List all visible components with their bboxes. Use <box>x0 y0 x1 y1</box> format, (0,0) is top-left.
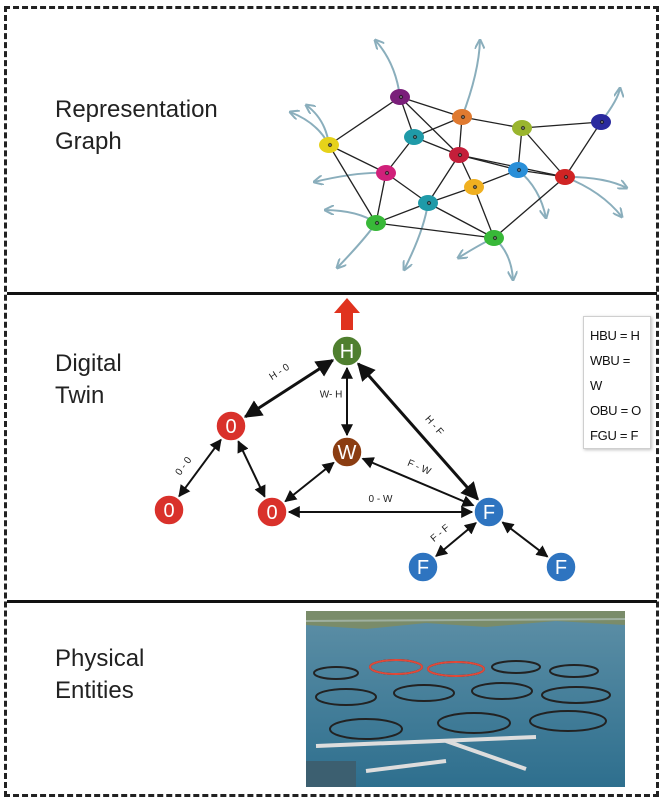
rep-graph-edge <box>564 121 602 178</box>
rep-graph-edge <box>473 186 495 239</box>
rep-graph-node-eye <box>456 151 464 159</box>
twin-node-letter: F <box>555 557 567 579</box>
label-representation-graph: Representation Graph <box>55 96 218 155</box>
twin-edge-label: W- H <box>320 390 343 401</box>
rep-graph-edge <box>328 144 377 224</box>
twin-edge-W-F1 <box>361 457 475 507</box>
fish-farm-photo <box>306 611 625 787</box>
legend-item-obu: OBU = O <box>590 403 641 418</box>
upward-arrow <box>334 298 360 330</box>
twin-node-f1: F <box>473 496 505 528</box>
twin-node-circle <box>545 551 577 583</box>
twin-edge-label: H - 0 <box>268 362 293 383</box>
twin-edge-label: 0 - W <box>369 494 393 505</box>
twin-edge-H-O1 <box>243 358 335 419</box>
rep-graph-node-eye <box>459 113 467 121</box>
label-physical-entities: Physical Entities <box>55 645 145 704</box>
rep-graph-arrow <box>337 222 377 268</box>
rep-graph-arrow <box>375 40 401 98</box>
twin-node-letter: 0 <box>266 502 277 524</box>
rep-graph-edge <box>493 176 566 239</box>
twin-node-f3: F <box>545 551 577 583</box>
rep-graph-edge <box>375 172 387 224</box>
legend-item-wbu: WBU = W <box>590 353 631 393</box>
rep-graph-edge <box>375 222 495 239</box>
twin-node-o2: 0 <box>153 494 185 526</box>
twin-node-circle <box>153 494 185 526</box>
rep-graph-edge <box>328 144 387 174</box>
rep-graph-edge <box>427 202 495 239</box>
rep-graph-node-eye <box>598 118 606 126</box>
twin-node-circle <box>256 496 288 528</box>
rep-graph-node-eye <box>491 234 499 242</box>
twin-edge-O1-O3 <box>237 440 266 498</box>
twin-node-circle <box>215 410 247 442</box>
rep-graph-edge <box>521 127 566 178</box>
twin-node-h: H <box>331 335 363 367</box>
rep-graph-node-eye <box>425 199 433 207</box>
up-arrow-icon <box>334 298 360 330</box>
twin-node-circle <box>331 335 363 367</box>
twin-edge-H-F1 <box>357 362 479 501</box>
rep-graph-node-eye <box>519 124 527 132</box>
twin-edges <box>178 358 549 558</box>
rep-graph-edge <box>427 154 460 204</box>
twin-edge-F1-F3 <box>501 521 549 558</box>
twin-node-o1: 0 <box>215 410 247 442</box>
rep-graph-arrow <box>461 40 480 118</box>
rep-graph-edge <box>328 96 401 146</box>
twin-edge-W-O3 <box>284 461 335 503</box>
twin-node-letter: F <box>417 557 429 579</box>
twin-edge-O1-O2 <box>178 438 222 498</box>
rep-graph-edge <box>521 121 602 129</box>
rep-graph-node-eye <box>326 141 334 149</box>
rep-graph-node-eye <box>383 169 391 177</box>
section-divider-top <box>7 292 657 295</box>
figure-frame <box>4 6 659 797</box>
legend-box: HBU = H WBU = W OBU = O FGU = F <box>583 316 651 449</box>
twin-node-circle <box>331 436 363 468</box>
twin-node-letter: F <box>483 502 495 524</box>
twin-node-w: W <box>331 436 363 468</box>
representation-graph <box>290 40 627 280</box>
twin-edge-label: F - W <box>406 458 433 478</box>
rep-graph-edge <box>399 96 463 118</box>
twin-node-letter: 0 <box>225 416 236 438</box>
rep-graph-node-eye <box>397 93 405 101</box>
legend-item-fgu: FGU = F <box>590 428 639 443</box>
label-digital-twin: Digital Twin <box>55 350 122 409</box>
twin-node-f2: F <box>407 551 439 583</box>
twin-node-o3: 0 <box>256 496 288 528</box>
twin-node-letter: W <box>338 442 357 464</box>
twin-edge-F1-F2 <box>435 522 477 557</box>
rep-graph-node-eye <box>411 133 419 141</box>
twin-edge-label: F - F <box>429 523 452 545</box>
rep-graph-edge <box>461 116 523 129</box>
rep-graph-edge <box>399 96 460 156</box>
rep-graph-arrow <box>404 202 429 270</box>
twin-node-circle <box>473 496 505 528</box>
section-divider-bottom <box>7 600 657 603</box>
rep-graph-node-eye <box>562 173 570 181</box>
rep-graph-node-eye <box>471 183 479 191</box>
twin-edge-label: 0 - 0 <box>174 455 195 478</box>
twin-edge-label: H - F <box>422 414 445 438</box>
twin-node-letter: H <box>340 341 354 363</box>
twin-node-letter: 0 <box>163 500 174 522</box>
twin-edge-labels: H - 0 W- H H - F 0 - 0 F - W 0 - W F - F <box>174 362 452 545</box>
twin-node-circle <box>407 551 439 583</box>
rep-graph-node-eye <box>373 219 381 227</box>
rep-graph-node-eye <box>515 166 523 174</box>
legend-item-hbu: HBU = H <box>590 328 640 343</box>
